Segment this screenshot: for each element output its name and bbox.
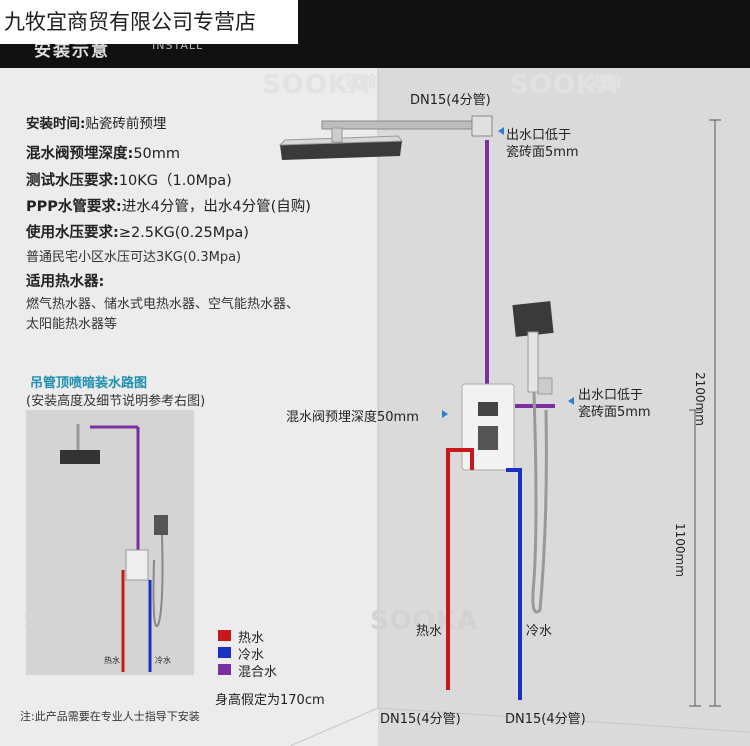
- legend-swatch-hot: [218, 630, 231, 641]
- bottom-left-pipe-label: DN15(4分管): [380, 712, 461, 727]
- legend-label-cold: 冷水: [238, 648, 265, 663]
- spec-valve-depth: 混水阀预埋深度:50mm: [26, 146, 181, 162]
- watermark-brand-cn: 思翰: [590, 72, 623, 90]
- outlet-top-line: 瓷砖面5mm: [506, 145, 579, 160]
- watermark-brand: SOOKA: [262, 70, 371, 100]
- mini-caption: 吊管顶喷暗装水路图: [30, 376, 148, 391]
- header-title: 安装示意: [34, 41, 110, 61]
- hot-pipe-label: 热水: [416, 624, 443, 639]
- mini-pipes: [60, 424, 168, 672]
- watermark-brand: SOOKA: [510, 70, 619, 100]
- mini-hot-label: 热水: [104, 656, 120, 665]
- mini-diagram: [26, 410, 194, 675]
- heater-line: 太阳能热水器等: [26, 317, 118, 332]
- outlet-mid-line: 出水口低于: [578, 388, 644, 403]
- pressure-note: 普通民宅小区水压可达3KG(0.3Mpa): [26, 250, 242, 265]
- mini-caption-sub: (安装高度及细节说明参考右图): [26, 394, 206, 409]
- dim-total-label: 2100mm: [693, 372, 707, 426]
- shop-banner: 九牧宜商贸有限公司专营店: [0, 0, 298, 44]
- footnote: 注:此产品需要在专业人士指导下安装: [20, 710, 200, 723]
- watermark-brand: SOOKA: [370, 606, 479, 636]
- wall-background: [378, 68, 750, 746]
- wall-corner-lines: [289, 68, 750, 746]
- spec-test-pressure: 测试水压要求:10KG（1.0Mpa): [26, 173, 232, 189]
- heater-title: 适用热水器:: [26, 274, 105, 290]
- legend-swatch-mixed: [218, 664, 231, 675]
- cold-pipe-label: 冷水: [526, 624, 553, 639]
- bottom-right-pipe-label: DN15(4分管): [505, 712, 586, 727]
- spec-pipe: PPP水管要求:进水4分管，出水4分管(自购): [26, 199, 311, 215]
- watermark-brand-cn: 思翰: [345, 72, 378, 90]
- top-pipe-label: DN15(4分管): [410, 93, 491, 108]
- legend-swatch-cold: [218, 647, 231, 658]
- outlet-top-line: 出水口低于: [506, 128, 572, 143]
- spec-install-time: 安装时间:贴瓷砖前预埋: [26, 116, 167, 132]
- legend-label-hot: 热水: [238, 631, 265, 646]
- spec-use-pressure: 使用水压要求:≥2.5KG(0.25Mpa): [26, 225, 249, 241]
- outlet-mid-line: 瓷砖面5mm: [578, 405, 651, 420]
- valve-depth-label: 混水阀预埋深度50mm: [286, 410, 419, 425]
- height-note: 身高假定为170cm: [215, 693, 325, 708]
- legend-label-mixed: 混合水: [238, 665, 278, 680]
- dim-valve-label: 1100mm: [673, 523, 687, 577]
- heater-line: 燃气热水器、储水式电热水器、空气能热水器、: [26, 297, 300, 312]
- mini-cold-label: 冷水: [155, 656, 171, 665]
